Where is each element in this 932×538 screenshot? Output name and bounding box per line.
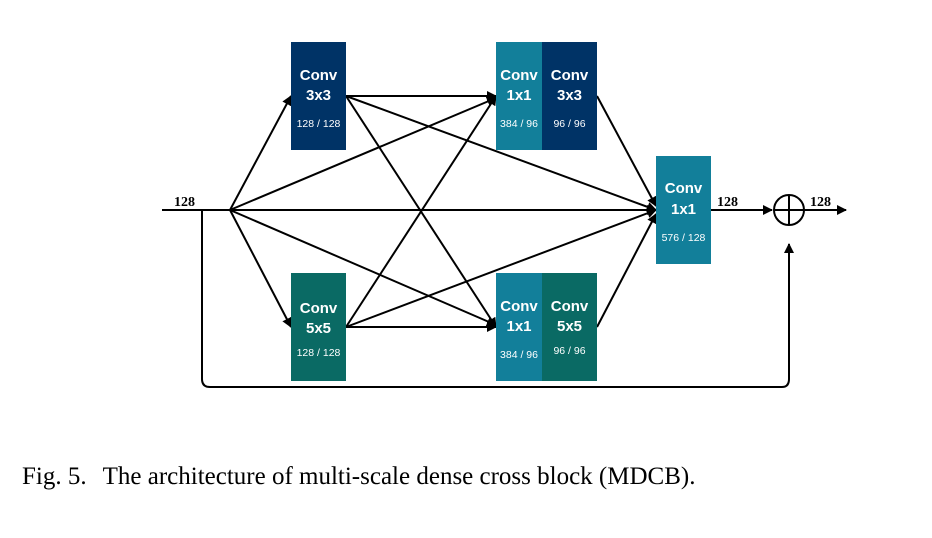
block-top-3x3-channels: 96 / 96 <box>553 118 585 130</box>
block-bottom-1x1-title1: Conv <box>500 298 538 315</box>
block-bottom-5x5-title2: 5x5 <box>557 318 582 335</box>
block-bottom-5x5-title1: Conv <box>551 298 589 315</box>
label-input-channels: 128 <box>174 195 195 210</box>
block-conv5-title1: Conv <box>300 300 338 317</box>
block-final-1x1-channels: 576 / 128 <box>662 232 706 244</box>
block-bottom-5x5-channels: 96 / 96 <box>553 345 585 357</box>
figure-caption: Fig. 5. The architecture of multi-scale d… <box>22 463 922 491</box>
edge-split-to-top-stage2 <box>229 96 497 211</box>
block-top-3x3-rect <box>542 42 597 150</box>
edge-split-to-conv5 <box>229 209 292 328</box>
block-final-1x1-title2: 1x1 <box>671 201 696 218</box>
label-final-channels: 128 <box>717 195 738 210</box>
block-conv3-rect <box>291 42 346 150</box>
edge-conv5-to-final <box>345 208 657 328</box>
block-conv5-channels: 128 / 128 <box>297 347 341 359</box>
block-final-1x1: Conv 1x1 576 / 128 <box>656 156 711 264</box>
add-node <box>773 194 805 226</box>
block-final-1x1-rect <box>656 156 711 264</box>
block-conv5: Conv 5x5 128 / 128 <box>291 273 346 381</box>
block-top-3x3-title2: 3x3 <box>557 87 582 104</box>
edge-residual-skip <box>201 210 794 388</box>
edge-conv3-to-final <box>345 95 657 212</box>
edge-split-to-conv3 <box>229 95 292 211</box>
edges <box>162 91 847 388</box>
block-conv3: Conv 3x3 128 / 128 <box>291 42 346 150</box>
block-bottom-1x1-channels: 384 / 96 <box>500 349 538 361</box>
block-bottom-1x1-title2: 1x1 <box>506 318 531 335</box>
edge-conv5-to-top-stage2 <box>345 95 497 328</box>
figure-caption-text: The architecture of multi-scale dense cr… <box>102 463 696 490</box>
block-conv3-title1: Conv <box>300 67 338 84</box>
label-output-channels: 128 <box>810 195 831 210</box>
block-conv5-title2: 5x5 <box>306 320 331 337</box>
block-bottom-1x1: Conv 1x1 384 / 96 <box>496 273 542 381</box>
block-top-1x1: Conv 1x1 384 / 96 <box>496 42 542 150</box>
block-final-1x1-title1: Conv <box>665 180 703 197</box>
edge-bottom-stage2-to-final <box>596 213 657 328</box>
block-bottom-5x5-rect <box>542 273 597 381</box>
block-top-3x3-title1: Conv <box>551 67 589 84</box>
edge-split-to-bottom-stage2 <box>229 209 497 327</box>
block-top-1x1-rect <box>496 42 542 150</box>
block-bottom-1x1-rect <box>496 273 542 381</box>
block-top-1x1-title2: 1x1 <box>506 87 531 104</box>
block-conv3-channels: 128 / 128 <box>297 118 341 130</box>
block-top-3x3: Conv 3x3 96 / 96 <box>542 42 597 150</box>
figure-number: Fig. 5. <box>22 463 87 490</box>
block-bottom-5x5: Conv 5x5 96 / 96 <box>542 273 597 381</box>
block-top-1x1-title1: Conv <box>500 67 538 84</box>
block-top-1x1-channels: 384 / 96 <box>500 118 538 130</box>
block-conv5-rect <box>291 273 346 381</box>
edge-top-stage2-to-final <box>596 95 657 207</box>
block-conv3-title2: 3x3 <box>306 87 331 104</box>
